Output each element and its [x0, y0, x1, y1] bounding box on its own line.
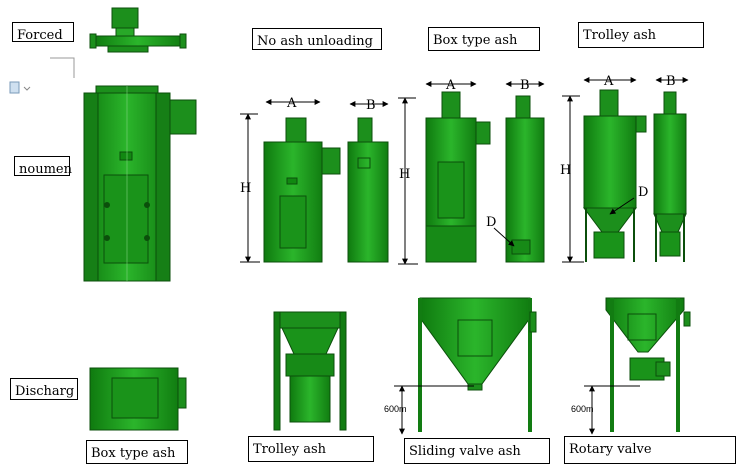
rotary-valve-drawing: [605, 297, 691, 432]
dim-h-label-1: H: [240, 181, 251, 196]
dim-h-label-2: H: [399, 167, 410, 182]
dim-a-label-1: A: [286, 96, 297, 111]
trolley-ash-label-top: Trolley ash: [578, 22, 704, 48]
forced-fan-drawing: [89, 7, 187, 53]
trolley-unit-drawing: [583, 89, 687, 262]
trolley-bottom-drawing: [273, 311, 347, 431]
dim-a-label-3: A: [603, 74, 614, 89]
bracket-line: [50, 57, 75, 78]
box-type-ash-label-top: Box type ash: [428, 27, 540, 51]
dim-d-label-3: D: [638, 185, 648, 200]
height-600-label-2: 600m: [571, 404, 594, 414]
dim-b-label-1: B: [366, 98, 376, 113]
sliding-valve-drawing: [418, 297, 537, 432]
dimension-lines: [240, 77, 689, 265]
no-ash-unit-drawing: [263, 117, 389, 263]
dim-a-label-2: A: [445, 78, 456, 93]
noumen-body-drawing: [83, 85, 197, 282]
rotary-valve-dimension: [584, 385, 640, 435]
box-type-ash-label-bottom: Box type ash: [86, 440, 188, 464]
dim-b-label-3: B: [666, 74, 676, 89]
sliding-valve-ash-label: Sliding valve ash: [404, 438, 550, 464]
dim-d-label-2: D: [486, 215, 496, 230]
discharge-box-drawing: [89, 367, 187, 431]
discharg-label: Discharg: [10, 378, 78, 400]
no-ash-unloading-label: No ash unloading: [252, 28, 382, 50]
dim-h-label-3: H: [560, 163, 571, 178]
rotary-valve-label: Rotary valve: [564, 436, 736, 464]
sliding-valve-dimension: [394, 385, 474, 435]
document-icon: [9, 81, 31, 94]
height-600-label-1: 600m: [384, 404, 407, 414]
noumen-label: noumen: [14, 156, 72, 176]
trolley-ash-label-bottom: Trolley ash: [248, 436, 374, 462]
box-type-unit-drawing: [425, 91, 545, 263]
forced-label: Forced: [12, 22, 74, 42]
dim-b-label-2: B: [520, 78, 530, 93]
